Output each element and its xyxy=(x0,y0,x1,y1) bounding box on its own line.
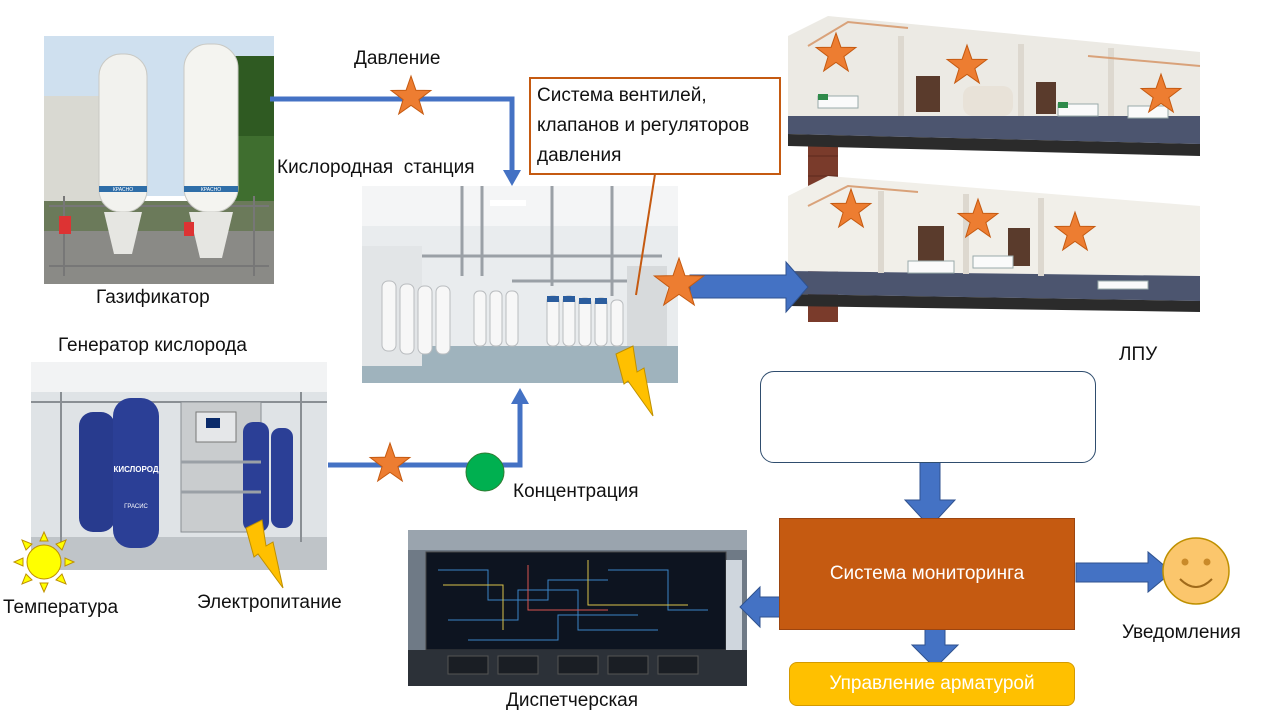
legend-to-monitoring-arrow xyxy=(903,459,957,528)
star-icon xyxy=(829,187,873,229)
star-icon xyxy=(945,43,989,85)
callout-line-3: давления xyxy=(537,145,622,166)
star-icon xyxy=(956,197,1000,239)
generator-brand-text: ГРАСИС xyxy=(124,504,148,510)
concentration-label: Концентрация xyxy=(513,481,639,502)
valve-system-callout: Система вентилей, клапанов и регуляторов… xyxy=(529,77,781,175)
generator-tank-text: КИСЛОРОД xyxy=(113,465,158,474)
temperature-sun-icon xyxy=(12,530,76,594)
monitoring-system-label: Система мониторинга xyxy=(829,563,1025,584)
concentration-sensor-icon xyxy=(465,452,505,492)
callout-line-2: клапанов и регуляторов xyxy=(537,115,750,136)
monitoring-system-box: Система мониторинга xyxy=(779,518,1075,630)
sensor-legend-box xyxy=(760,371,1096,463)
pressure-line xyxy=(270,96,515,176)
monitoring-to-dispatch-arrow xyxy=(739,585,781,629)
star-icon xyxy=(389,74,433,116)
star-icon xyxy=(1053,210,1097,252)
station-to-hospital-arrow xyxy=(689,260,809,314)
notifications-label: Уведомления xyxy=(1122,622,1241,643)
temperature-label: Температура xyxy=(3,597,119,618)
star-icon xyxy=(1139,72,1183,114)
gasifier-photo: КРАСНО КРАСНО xyxy=(44,36,274,284)
generator-label: Генератор кислорода xyxy=(58,335,247,356)
valve-control-box: Управление арматурой xyxy=(789,662,1075,706)
concentration-arrowhead xyxy=(511,388,529,404)
pressure-label: Давление xyxy=(354,48,441,69)
star-icon xyxy=(368,441,412,483)
gasifier-tank-left-text: КРАСНО xyxy=(113,187,133,193)
dispatch-photo xyxy=(408,530,747,686)
callout-pointer xyxy=(635,173,656,296)
hospital-photo xyxy=(788,16,1200,322)
star-icon xyxy=(652,256,706,307)
pressure-arrowhead xyxy=(503,170,521,186)
hospital-label: ЛПУ xyxy=(1119,344,1158,365)
callout-line-1: Система вентилей, xyxy=(537,85,707,106)
star-icon xyxy=(814,31,858,73)
oxygen-station-label: Кислородная станция xyxy=(277,157,475,178)
gasifier-label: Газификатор xyxy=(96,287,210,308)
monitoring-to-notifications-arrow xyxy=(1075,550,1173,594)
station-lightning-icon xyxy=(615,345,654,417)
notifications-smiley-icon xyxy=(1162,537,1230,605)
gasifier-tank-right-text: КРАСНО xyxy=(201,187,221,193)
power-lightning-icon xyxy=(245,519,284,589)
power-label: Электропитание xyxy=(197,592,342,613)
generator-photo: КИСЛОРОД ГРАСИС xyxy=(31,362,327,570)
valve-control-label: Управление арматурой xyxy=(829,673,1035,694)
monitoring-to-control-arrow xyxy=(910,626,960,669)
dispatch-label: Диспетчерская xyxy=(506,690,639,711)
